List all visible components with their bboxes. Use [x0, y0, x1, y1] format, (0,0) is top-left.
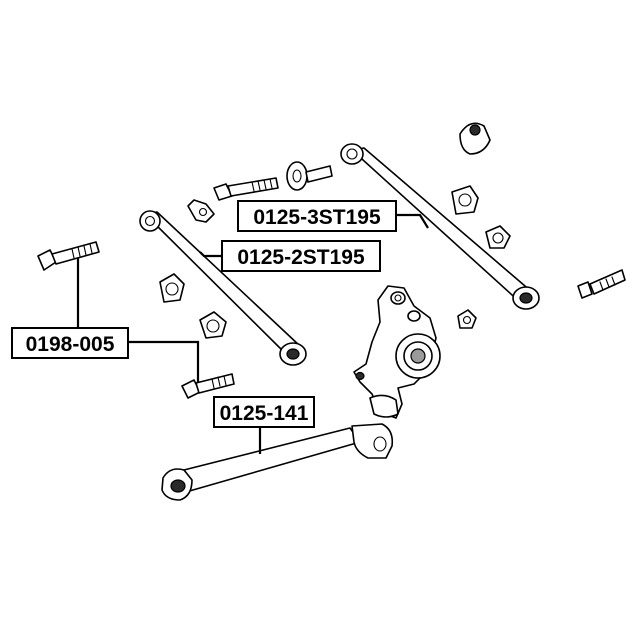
bushing-right-1 [451, 185, 479, 215]
label-trailing-arm: 0125-141 [213, 396, 315, 428]
bushing-small [457, 309, 477, 329]
bushing-right-2 [485, 225, 511, 249]
bolt-left [37, 241, 100, 271]
lower-lateral-arm [139, 210, 307, 366]
bolt-right [577, 269, 626, 299]
knuckle [353, 285, 441, 419]
upper-lateral-arm [340, 143, 540, 310]
bushing-left-2 [199, 311, 227, 339]
trailing-arm [161, 423, 394, 501]
bushing-left-1 [159, 273, 185, 303]
bolt-lower [181, 373, 235, 399]
label-lower-arm: 0125-2ST195 [221, 240, 381, 272]
label-upper-arm-text: 0125-3ST195 [253, 206, 381, 229]
bolt-middle [213, 177, 279, 201]
label-bolt: 0198-005 [11, 327, 129, 359]
label-upper-arm: 0125-3ST195 [237, 200, 397, 232]
bolt-upper [286, 161, 333, 191]
label-lower-arm-text: 0125-2ST195 [237, 246, 365, 269]
bushing-top-right [459, 122, 491, 155]
label-trailing-arm-text: 0125-141 [220, 402, 309, 425]
leader-bolt-lower [128, 340, 200, 382]
leader-lower-arm [199, 251, 222, 258]
mount-bracket [187, 199, 215, 223]
label-bolt-text: 0198-005 [26, 333, 115, 356]
leader-upper-arm [396, 213, 429, 229]
